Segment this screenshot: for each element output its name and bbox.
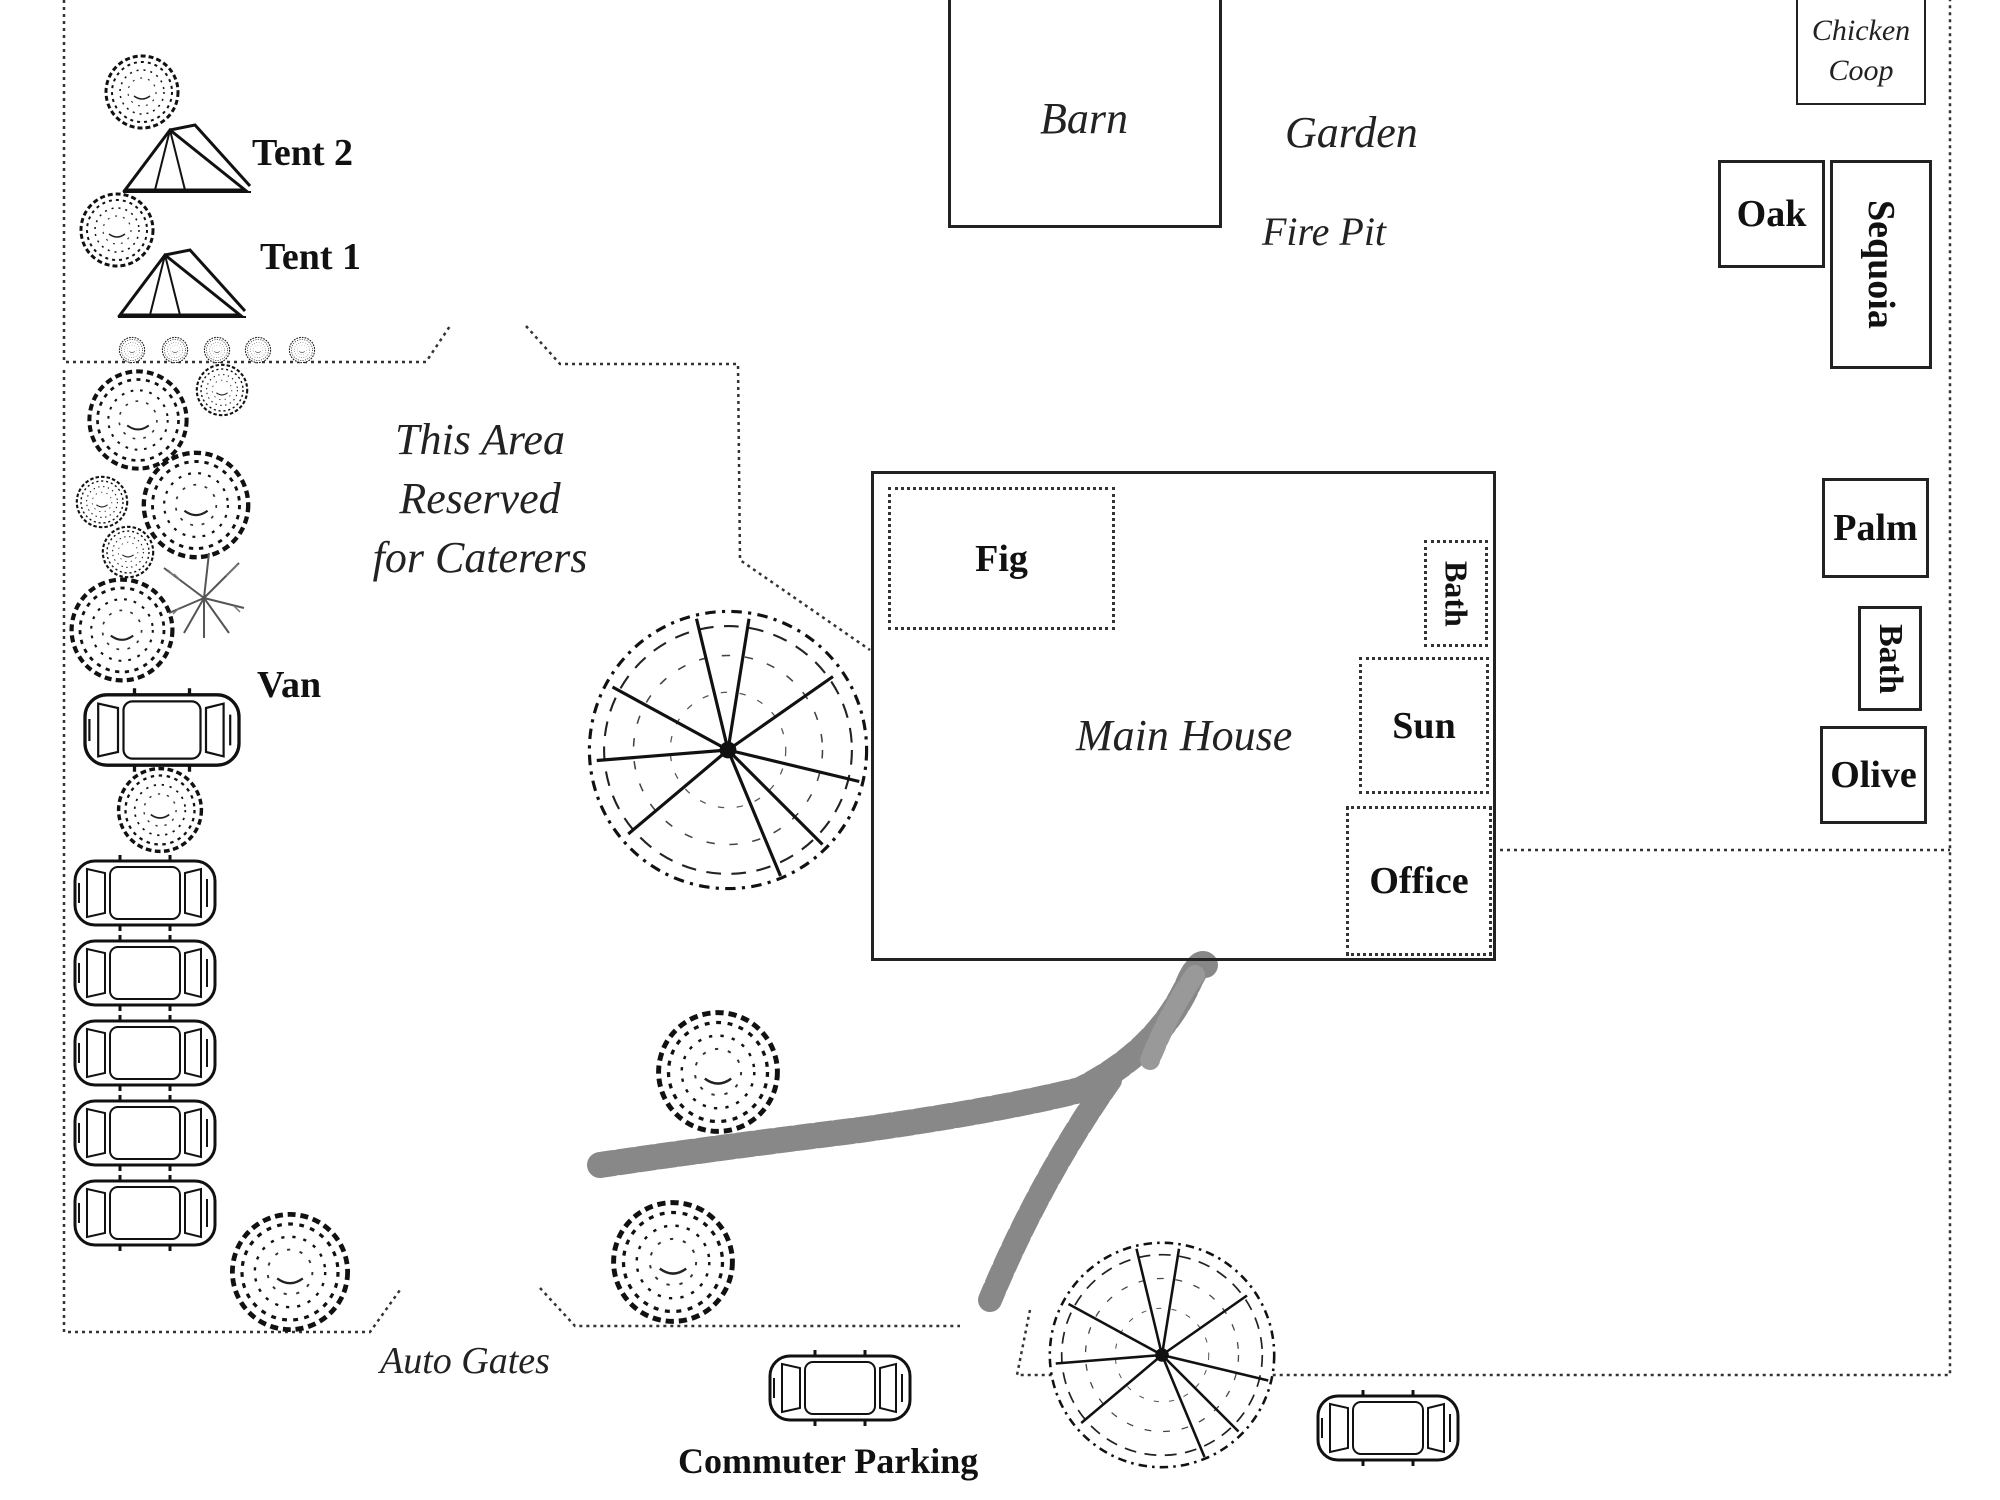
fire-pit-label: Fire Pit	[1262, 209, 1387, 254]
office-label: Office	[1369, 860, 1469, 902]
sun-room: Sun	[1359, 657, 1489, 794]
chicken-coop-label-line1: Chicken	[1811, 13, 1911, 47]
bath-right-label: Bath	[1872, 623, 1909, 694]
auto-gates-label: Auto Gates	[380, 1340, 550, 1382]
barn-building	[948, 0, 1222, 228]
olive-label: Olive	[1830, 754, 1917, 796]
main-house-label: Main House	[1076, 711, 1293, 760]
bath-house-room: Bath	[1424, 540, 1488, 647]
main-house: Fig Bath Sun Office Main House	[871, 471, 1496, 961]
office-room: Office	[1346, 806, 1492, 956]
sequoia-cabin: Sequoia	[1830, 160, 1932, 369]
van-label: Van	[257, 664, 322, 706]
property-boundary	[62, 0, 1952, 1377]
caterers-area-note: This Area Reserved for Caterers	[330, 410, 630, 587]
fig-room: Fig	[888, 487, 1115, 630]
barn-label: Barn	[1040, 94, 1128, 143]
caterers-line1: This Area	[395, 415, 565, 464]
palm-cabin: Palm	[1822, 478, 1929, 578]
palm-label: Palm	[1833, 507, 1918, 549]
tent2-label: Tent 2	[252, 132, 354, 174]
fig-label: Fig	[975, 537, 1028, 580]
caterers-line3: for Caterers	[372, 533, 588, 582]
chicken-coop-label-line2: Coop	[1828, 53, 1894, 87]
plant-icon	[163, 552, 245, 639]
bath-house-label: Bath	[1438, 560, 1475, 627]
stone-path-icon	[587, 951, 1218, 1312]
tent1-label: Tent 1	[260, 236, 362, 278]
caterers-line2: Reserved	[399, 474, 561, 523]
oak-cabin: Oak	[1718, 160, 1825, 268]
garden-label: Garden	[1285, 108, 1418, 157]
chicken-coop: Chicken Coop	[1796, 0, 1926, 105]
oak-label: Oak	[1736, 193, 1807, 235]
sequoia-label: Sequoia	[1860, 200, 1902, 329]
commuter-parking-label: Commuter Parking	[678, 1441, 979, 1481]
bath-right-building: Bath	[1858, 606, 1922, 711]
olive-cabin: Olive	[1820, 726, 1927, 824]
sun-label: Sun	[1392, 704, 1456, 747]
